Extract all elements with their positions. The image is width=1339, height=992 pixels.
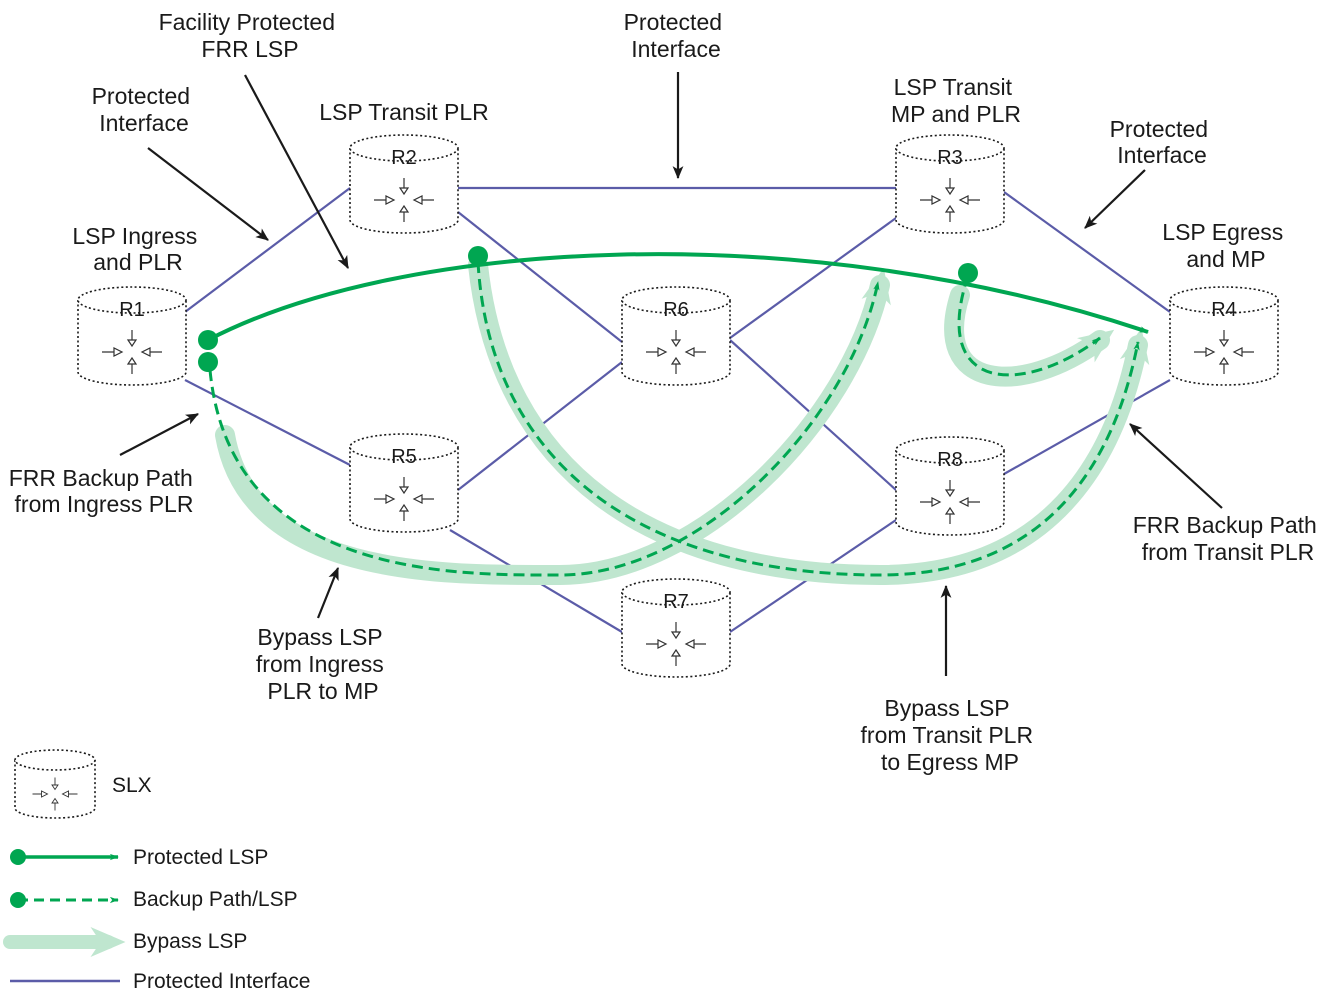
legend-interface-label: Protected Interface: [133, 970, 310, 992]
router-label: R8: [937, 449, 963, 471]
link-r8-r4: [1003, 379, 1171, 475]
pointer-frr-backup-transit: [1129, 423, 1223, 509]
pointer-facility-lsp: [244, 74, 349, 269]
router-r6: R6: [621, 286, 731, 386]
router-r7: R7: [621, 578, 731, 678]
bypass-ingress-label: Bypass LSP from Ingress PLR to MP: [256, 624, 390, 704]
label-line: from Ingress: [256, 651, 384, 677]
lsp-transit-mp-plr-label: LSP Transit MP and PLR: [891, 74, 1021, 127]
label-line: LSP Ingress: [72, 223, 197, 249]
lsp-ingress-label: LSP Ingress and PLR: [72, 223, 203, 275]
label-line: Interface: [99, 110, 189, 136]
protected-lsp: [207, 252, 1149, 342]
legend-bypass-label: Bypass LSP: [133, 930, 247, 953]
label-line: LSP Transit: [894, 74, 1013, 100]
label-line: FRR Backup Path: [1133, 512, 1317, 538]
legend-device-label: SLX: [112, 774, 152, 797]
router-r4: R4: [1169, 286, 1279, 386]
backup-paths: [208, 261, 1140, 577]
label-line: MP and PLR: [891, 101, 1021, 127]
protected-interface-top-label: Protected Interface: [624, 9, 729, 62]
router-label: R5: [391, 446, 417, 468]
router-label: R3: [937, 147, 963, 169]
label-line: and PLR: [93, 249, 183, 275]
router-label: R7: [663, 591, 689, 613]
facility-protected-label: Facility Protected FRR LSP: [159, 9, 342, 62]
label-line: Facility Protected: [159, 9, 335, 35]
label-line: from Transit PLR: [1142, 539, 1315, 565]
label-line: Interface: [1117, 142, 1207, 168]
link-r2-r6: [457, 211, 623, 343]
bypass-transit-label: Bypass LSP from Transit PLR to Egress MP: [861, 695, 1040, 775]
label-line: Bypass LSP: [884, 695, 1009, 721]
router-r3: R3: [895, 134, 1005, 234]
label-line: Interface: [631, 36, 721, 62]
protected-interface-left-label: Protected Interface: [92, 83, 197, 136]
router-r2: R2: [349, 134, 459, 234]
label-line: LSP Egress: [1162, 219, 1283, 245]
label-line: and MP: [1186, 246, 1265, 272]
router-label: R6: [663, 299, 689, 321]
router-label: R4: [1211, 299, 1237, 321]
backup-path-ingress: [208, 281, 880, 577]
pointer-frr-backup-ingress: [119, 413, 199, 456]
plr-dot-r1-lsp: [198, 330, 218, 350]
router-r5: R5: [349, 433, 459, 533]
label-line: from Ingress PLR: [15, 491, 194, 517]
plr-dot-r2: [468, 246, 488, 266]
router-r1: R1: [77, 286, 187, 386]
legend: SLX Protected LSP Backup Path/LSP Bypass…: [3, 749, 310, 992]
link-r1-r2: [184, 187, 351, 313]
backup-path-egress: [957, 275, 1101, 377]
router-r8: R8: [895, 436, 1005, 536]
label-line: Protected: [1110, 116, 1208, 142]
lsp-transit-plr-label: LSP Transit PLR: [319, 99, 489, 125]
router-label: R2: [391, 147, 417, 169]
label-line: PLR to MP: [267, 678, 378, 704]
frr-backup-transit-label: FRR Backup Path from Transit PLR: [1133, 512, 1323, 565]
router-label: R1: [119, 299, 145, 321]
label-line: to Egress MP: [881, 749, 1019, 775]
pointer-protected-interface-right: [1084, 169, 1146, 229]
link-r3-r6: [729, 217, 897, 339]
legend-protected-lsp-label: Protected LSP: [133, 846, 268, 869]
label-line: Protected: [92, 83, 190, 109]
label-line: FRR LSP: [201, 36, 298, 62]
link-r1-r5: [184, 379, 351, 466]
pointer-bypass-ingress: [316, 566, 340, 619]
frr-backup-ingress-label: FRR Backup Path from Ingress PLR: [9, 465, 199, 517]
label-line: Bypass LSP: [257, 624, 382, 650]
legend-protected-lsp-symbol: [10, 849, 119, 865]
label-line: Protected: [624, 9, 722, 35]
label-line: FRR Backup Path: [9, 465, 193, 491]
plr-dot-r3: [958, 263, 978, 283]
plr-dot-r1-backup: [198, 352, 218, 372]
callout-pointers: [119, 72, 1223, 676]
bypass-lsp-ingress: [215, 267, 891, 586]
diagram-labels: Facility Protected FRR LSP Protected Int…: [9, 9, 1323, 775]
legend-backup-path-label: Backup Path/LSP: [133, 888, 298, 911]
lsp-egress-label: LSP Egress and MP: [1162, 219, 1289, 272]
pointer-protected-interface-left: [147, 147, 269, 241]
legend-backup-path-symbol: [10, 892, 119, 908]
link-r3-r4: [1003, 191, 1171, 313]
protected-interface-right-label: Protected Interface: [1110, 116, 1215, 168]
label-line: from Transit PLR: [861, 722, 1034, 748]
backup-path-transit: [476, 261, 1140, 577]
legend-device-icon: [14, 749, 96, 819]
